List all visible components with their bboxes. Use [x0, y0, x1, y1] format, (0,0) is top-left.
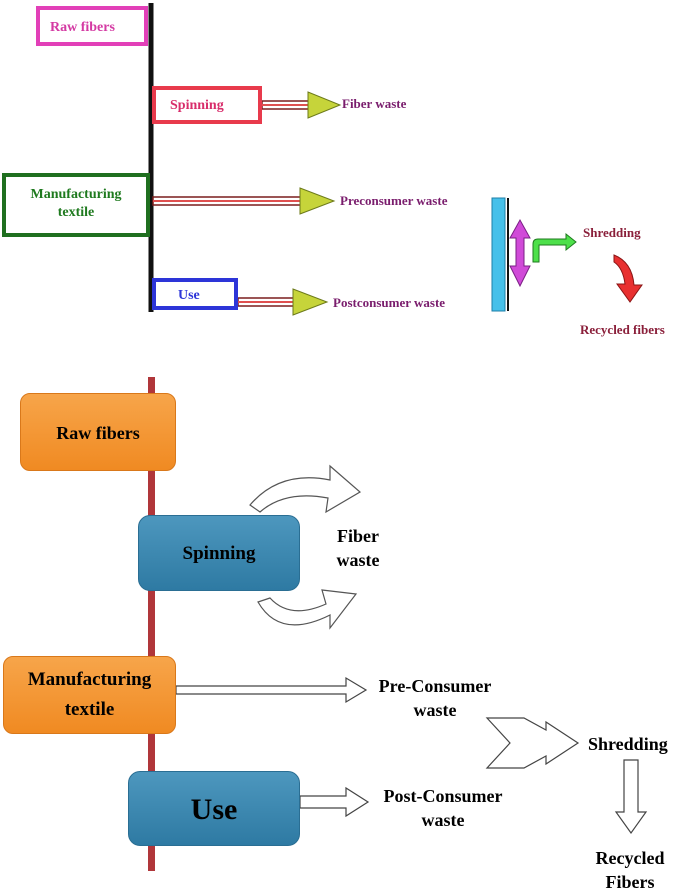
- manufacturing-block-line2: textile: [64, 699, 115, 720]
- recycled-line2: Fibers: [605, 872, 655, 892]
- shredding-block-label: Shredding: [588, 734, 668, 754]
- recycled-line1: Recycled: [595, 848, 665, 868]
- double-arrow-icon: [509, 218, 531, 288]
- bottom-spine: [148, 377, 155, 871]
- spinning-label: Spinning: [170, 98, 224, 113]
- pre-consumer-block-label: Pre-Consumer waste: [360, 674, 510, 722]
- fiber-waste-line2: waste: [336, 550, 380, 570]
- post-consumer-block-label: Post-Consumer waste: [368, 784, 518, 832]
- recycled-fibers-block-label: Recycled Fibers: [580, 846, 680, 894]
- manufacturing-label-line2: textile: [57, 205, 95, 220]
- use-block-label: Use: [190, 793, 238, 826]
- recycle-arrow-icon: [613, 254, 643, 303]
- spinning-box: Spinning: [152, 86, 262, 124]
- recycled-fibers-label: Recycled fibers: [580, 322, 665, 337]
- manufacturing-box: Manufacturing textile: [2, 173, 150, 237]
- post-consumer-line1: Post-Consumer: [383, 786, 503, 806]
- raw-fibers-block: Raw fibers: [20, 393, 176, 471]
- fiber-waste-arrow: [261, 91, 342, 119]
- manufacturing-label-line1: Manufacturing: [30, 187, 122, 202]
- fiber-waste-line1: Fiber: [337, 526, 379, 546]
- pre-consumer-arrow: [175, 676, 368, 704]
- preconsumer-waste-arrow: [152, 187, 336, 215]
- spinning-block: Spinning: [138, 515, 300, 591]
- raw-fibers-box: Raw fibers: [36, 6, 148, 46]
- preconsumer-waste-label: Preconsumer waste: [340, 193, 448, 208]
- spinning-block-label: Spinning: [182, 543, 256, 564]
- manufacturing-block: Manufacturing textile: [3, 656, 176, 734]
- postconsumer-waste-label: Postconsumer waste: [333, 295, 446, 310]
- post-consumer-arrow: [299, 786, 370, 818]
- raw-fibers-block-label: Raw fibers: [56, 423, 140, 443]
- raw-fibers-label: Raw fibers: [50, 20, 115, 35]
- merge-arrow-icon: [485, 717, 580, 769]
- use-block: Use: [128, 771, 300, 846]
- post-consumer-line2: waste: [421, 810, 465, 830]
- use-box: Use: [152, 278, 238, 310]
- curved-arrow-down-icon: [257, 589, 358, 630]
- postconsumer-waste-arrow: [237, 288, 329, 316]
- curved-arrow-up-icon: [249, 464, 362, 514]
- down-arrow-icon: [614, 759, 648, 835]
- fiber-waste-block-label: Fiber waste: [318, 524, 398, 572]
- pre-consumer-line2: waste: [413, 700, 457, 720]
- use-label: Use: [178, 288, 200, 303]
- shredding-label: Shredding: [583, 225, 641, 240]
- fiber-waste-label: Fiber waste: [342, 96, 407, 111]
- pre-consumer-line1: Pre-Consumer: [378, 676, 492, 696]
- shredding-arrow-icon: [532, 232, 577, 263]
- collector-bar: [491, 197, 506, 312]
- manufacturing-block-line1: Manufacturing: [27, 669, 152, 690]
